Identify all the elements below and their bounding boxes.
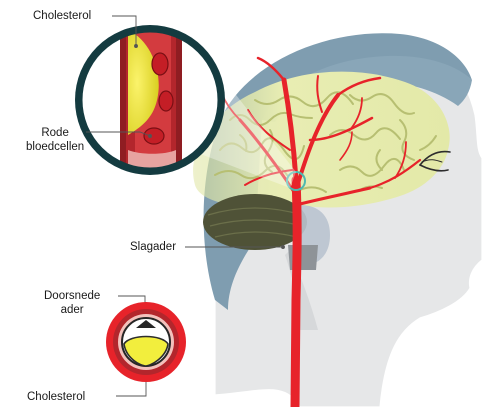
label-cross-section: Doorsnede ader bbox=[44, 289, 100, 317]
artery-cross-section bbox=[106, 302, 186, 382]
red-blood-cell bbox=[159, 91, 173, 111]
label-artery: Slagader bbox=[130, 240, 176, 254]
cerebellum bbox=[203, 194, 307, 250]
label-cholesterol-bottom: Cholesterol bbox=[27, 390, 85, 404]
label-red-blood-cells: Rode bloedcellen bbox=[26, 126, 84, 154]
red-blood-cell bbox=[152, 53, 168, 75]
label-cholesterol-top: Cholesterol bbox=[33, 9, 91, 23]
red-blood-cell bbox=[144, 128, 164, 144]
